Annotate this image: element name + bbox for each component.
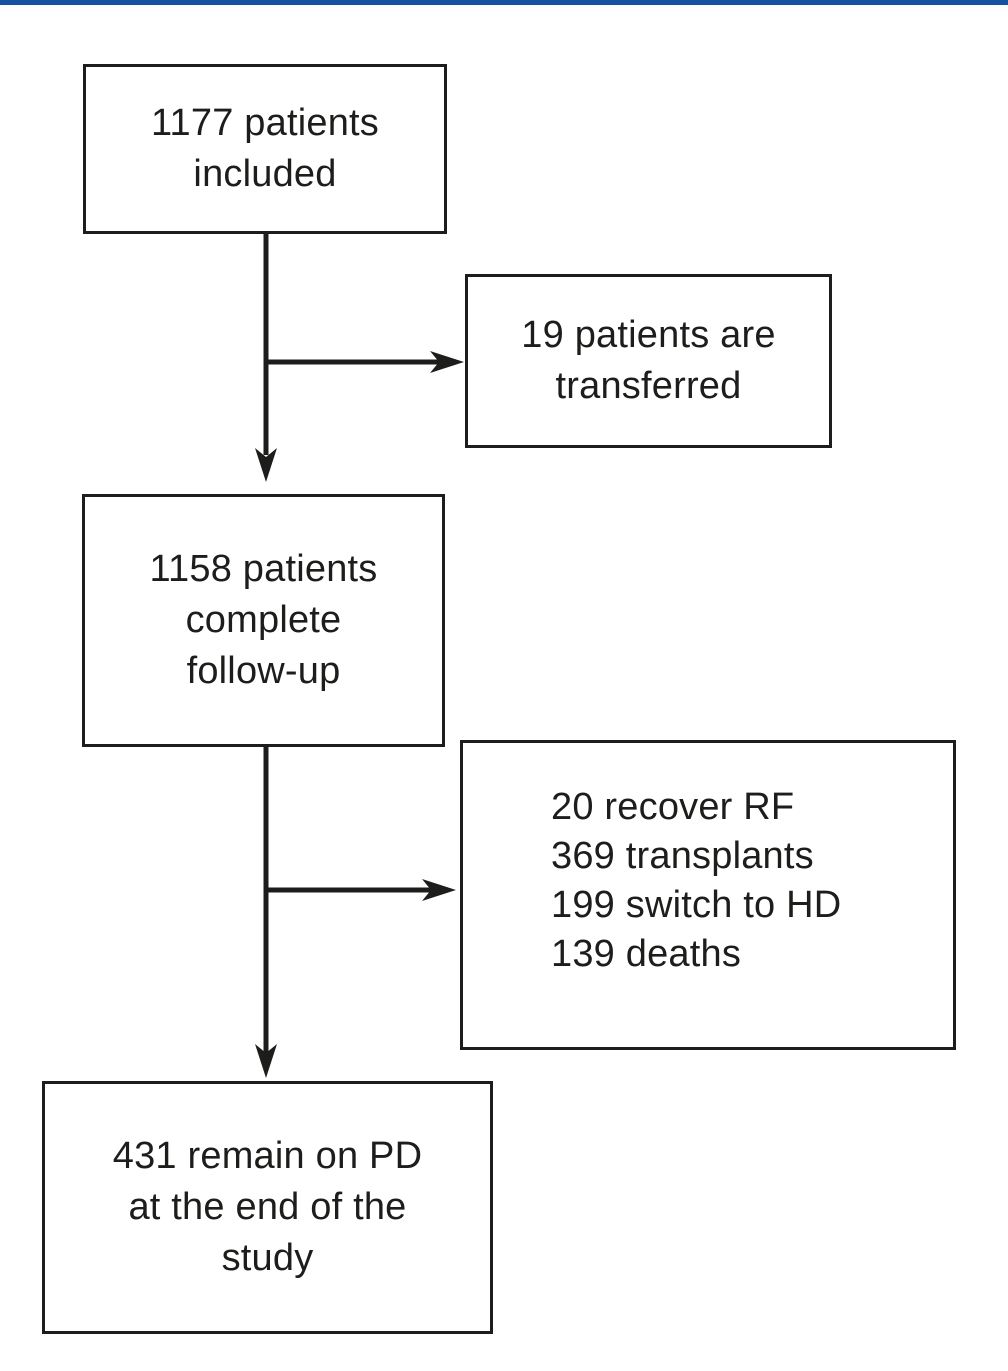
node-text-line: included <box>193 153 337 195</box>
node-text-line: 139 deaths <box>551 933 742 975</box>
node-text-line: 1177 patients <box>151 102 379 144</box>
top-accent-bar <box>0 0 1008 5</box>
node-exits-box: 20 recover RF 369 transplants 199 switch… <box>460 740 956 1050</box>
node-text-line: at the end of the <box>128 1186 407 1228</box>
node-text-line: transferred <box>555 365 742 407</box>
arrowhead-into-exits <box>422 879 456 901</box>
node-text-line: 20 recover RF <box>551 786 795 828</box>
node-text-line: 431 remain on PD <box>112 1135 423 1177</box>
node-transferred-box: 19 patients are transferred <box>465 274 832 448</box>
arrowhead-into-remain <box>255 1044 277 1078</box>
node-remain-box: 431 remain on PD at the end of the study <box>42 1081 493 1334</box>
arrowhead-into-transferred <box>430 351 464 373</box>
node-text-line: 199 switch to HD <box>551 884 842 926</box>
node-text-line: 1158 patients <box>149 548 378 590</box>
arrowhead-into-followup <box>255 448 277 482</box>
node-text-line: complete <box>185 599 342 641</box>
node-text-line: 369 transplants <box>551 835 814 877</box>
node-text-line: follow-up <box>186 650 341 692</box>
node-included-box: 1177 patients included <box>83 64 447 234</box>
node-text-line: study <box>221 1237 314 1279</box>
node-followup-box: 1158 patients complete follow-up <box>82 494 445 747</box>
node-text-line: 19 patients are <box>521 314 776 356</box>
